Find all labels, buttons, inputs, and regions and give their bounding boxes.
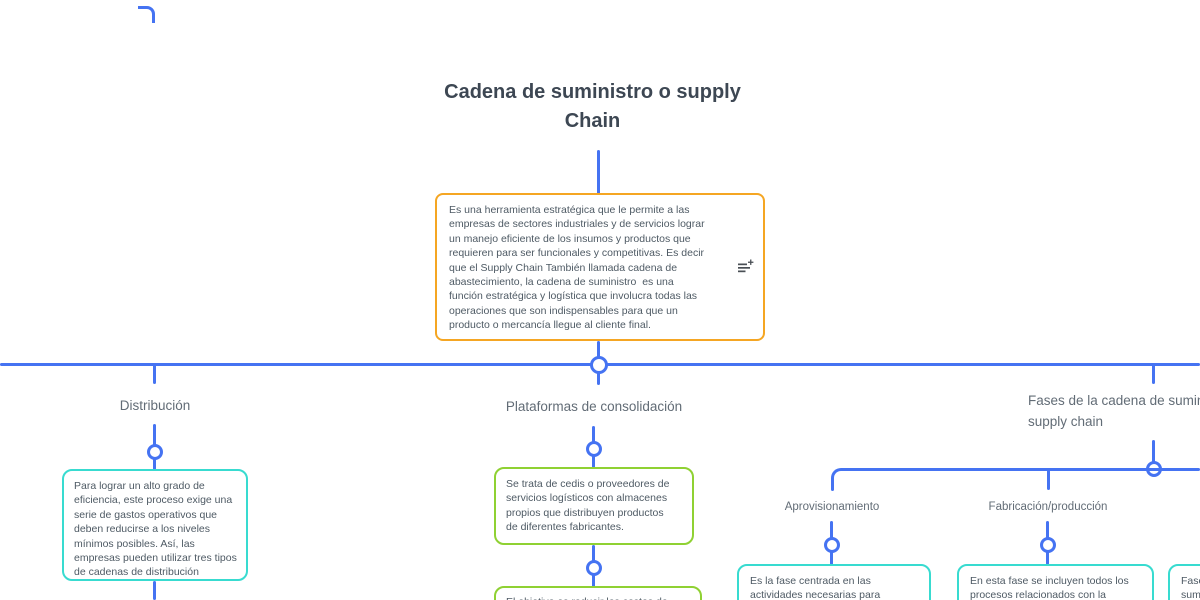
connector-line: [597, 150, 600, 195]
branch-toggle[interactable]: [1040, 537, 1056, 553]
sub-branch-line: [842, 468, 1200, 471]
root-note-text: Es una herramienta estratégica que le pe…: [449, 204, 705, 332]
note-text: Fase sumi: [1181, 575, 1200, 600]
note-node-fase-3[interactable]: Fase sumi: [1168, 564, 1200, 600]
topic-aprovisionamiento[interactable]: Aprovisionamiento: [784, 501, 880, 513]
topic-fabricacion[interactable]: Fabricación/producción: [988, 501, 1108, 513]
note-text: Para lograr un alto grado de eficiencia,…: [74, 480, 237, 579]
topic-distribucion[interactable]: Distribución: [119, 398, 191, 413]
note-text: Se trata de cedis o proveedores de servi…: [506, 478, 670, 534]
note-node-plataformas-2[interactable]: El objetivo es reducir los costos de: [494, 586, 702, 600]
branch-toggle[interactable]: [590, 356, 608, 374]
connector-line: [1152, 440, 1155, 466]
note-node-distribucion[interactable]: Para lograr un alto grado de eficiencia,…: [62, 469, 248, 581]
connector-line: [597, 341, 600, 368]
notes-add-icon[interactable]: [737, 259, 754, 276]
note-node-aprovisionamiento[interactable]: Es la fase centrada en las actividades n…: [737, 564, 931, 600]
connector-fragment: [138, 6, 155, 23]
root-note-node[interactable]: Es una herramienta estratégica que le pe…: [435, 193, 765, 341]
topic-plataformas[interactable]: Plataformas de consolidación: [505, 399, 683, 414]
connector-line: [1152, 364, 1155, 384]
connector-line: [831, 478, 834, 491]
connector-line: [153, 581, 156, 600]
branch-toggle[interactable]: [586, 441, 602, 457]
note-text: En esta fase se incluyen todos los proce…: [970, 575, 1129, 600]
topic-fases[interactable]: Fases de la cadena de suministro o suppl…: [1028, 393, 1200, 429]
branch-toggle[interactable]: [147, 444, 163, 460]
branch-toggle[interactable]: [824, 537, 840, 553]
connector-corner: [831, 468, 848, 483]
central-topic[interactable]: Cadena de suministro o supply Chain: [444, 81, 741, 132]
note-text: El objetivo es reducir los costos de: [506, 595, 668, 600]
branch-toggle[interactable]: [586, 560, 602, 576]
connector-line: [597, 366, 600, 385]
note-text: Es la fase centrada en las actividades n…: [750, 575, 881, 600]
connector-line: [153, 364, 156, 384]
note-node-plataformas-1[interactable]: Se trata de cedis o proveedores de servi…: [494, 467, 694, 545]
note-node-fabricacion[interactable]: En esta fase se incluyen todos los proce…: [957, 564, 1154, 600]
connector-line: [1047, 470, 1050, 490]
